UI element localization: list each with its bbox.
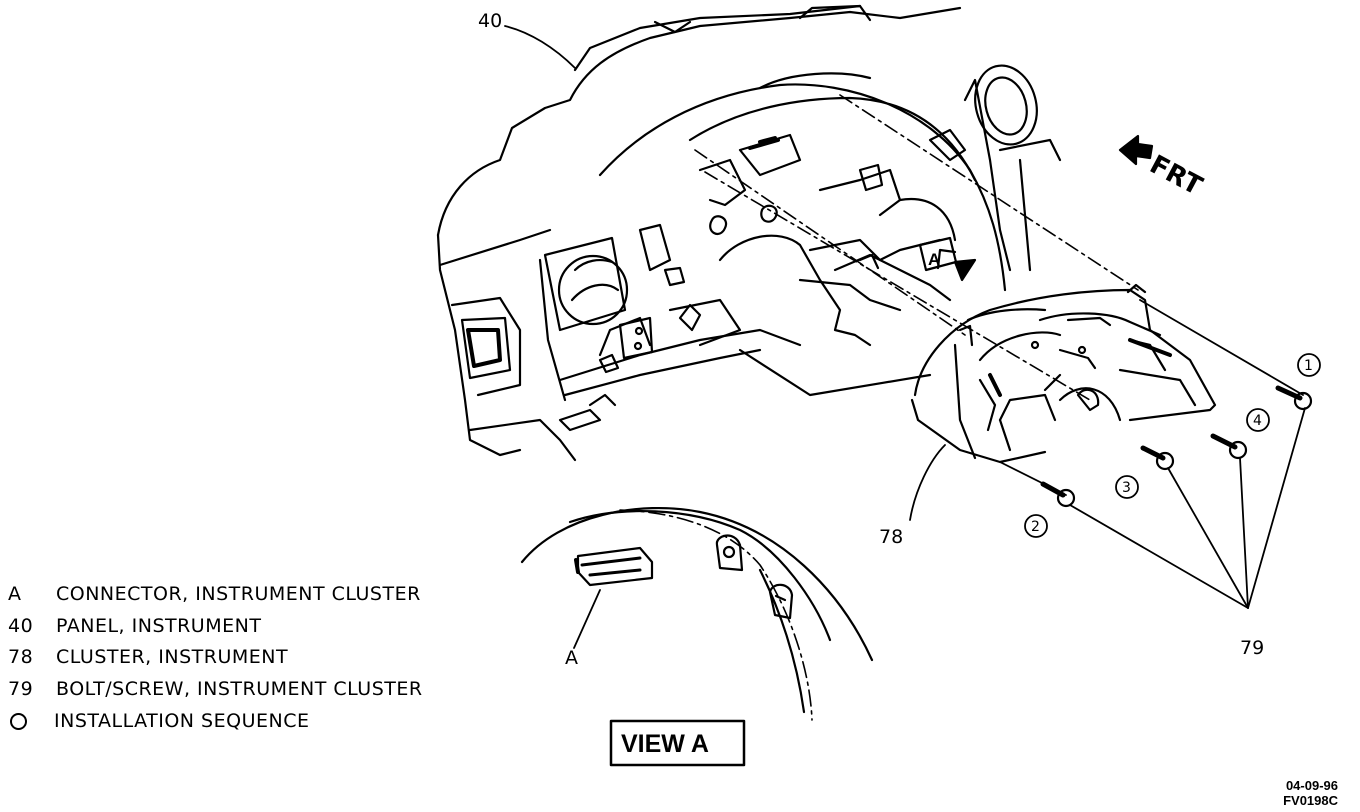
legend-row: 78 CLUSTER, INSTRUMENT <box>4 642 474 674</box>
leader-78 <box>909 444 946 521</box>
legend-row: 79 BOLT/SCREW, INSTRUMENT CLUSTER <box>4 673 474 705</box>
sequence-circle-icon <box>10 712 27 730</box>
legend: A CONNECTOR, INSTRUMENT CLUSTER 40 PANEL… <box>4 578 474 737</box>
view-a-box <box>609 719 746 767</box>
sequence-3: 3 <box>1122 480 1131 496</box>
legend-key: A <box>8 582 22 605</box>
legend-key: 79 <box>8 678 34 701</box>
legend-text: PANEL, INSTRUMENT <box>56 614 262 637</box>
front-arrow-icon <box>1118 134 1154 166</box>
legend-key: 78 <box>8 646 34 669</box>
leader-40 <box>504 25 576 69</box>
callout-78: 78 <box>879 526 903 548</box>
stamp-code: FV0198C <box>1283 793 1338 808</box>
callout-a: A <box>565 647 578 669</box>
legend-text: CLUSTER, INSTRUMENT <box>56 646 289 669</box>
stamp-date: 04-09-96 <box>1285 778 1338 793</box>
bolt-drawings <box>1040 385 1313 508</box>
instrument-cluster-drawing <box>910 283 1217 464</box>
sequence-1: 1 <box>1304 358 1313 374</box>
view-a-marker: A <box>928 250 940 269</box>
view-a-label: VIEW A <box>621 730 709 758</box>
legend-row: INSTALLATION SEQUENCE <box>4 705 474 737</box>
legend-key: 40 <box>8 614 34 637</box>
bolt-leader-lines <box>999 299 1306 609</box>
callout-79: 79 <box>1240 637 1264 659</box>
front-label: FRT <box>1145 150 1207 202</box>
sequence-circles <box>1024 353 1321 538</box>
sequence-4: 4 <box>1253 413 1262 429</box>
legend-text: CONNECTOR, INSTRUMENT CLUSTER <box>56 582 421 605</box>
view-a-detail-drawing <box>520 506 874 721</box>
sequence-2: 2 <box>1031 519 1040 535</box>
legend-row: 40 PANEL, INSTRUMENT <box>4 610 474 642</box>
legend-text: BOLT/SCREW, INSTRUMENT CLUSTER <box>56 678 423 701</box>
legend-row: A CONNECTOR, INSTRUMENT CLUSTER <box>4 578 474 610</box>
callout-40: 40 <box>478 10 502 32</box>
alignment-lines <box>694 94 1139 401</box>
instrument-panel-drawing <box>436 4 1062 462</box>
legend-text: INSTALLATION SEQUENCE <box>54 710 310 733</box>
figure-stamp: 04-09-96 FV0198C <box>1283 778 1338 808</box>
